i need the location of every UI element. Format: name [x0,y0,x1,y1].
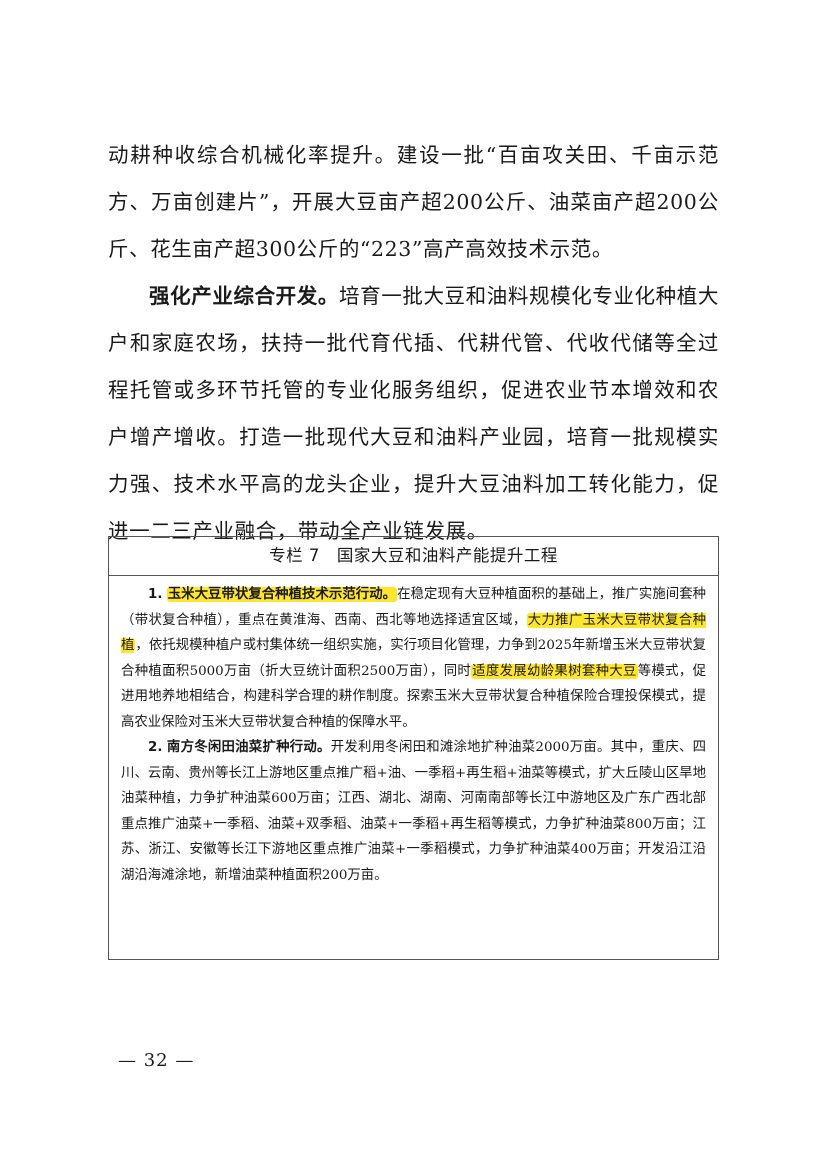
page-number: — 32 — [118,1050,195,1071]
item-1-highlight-d: 适度发展幼龄果树套种大豆 [471,663,638,679]
column-box-title: 专栏 7 国家大豆和油料产能提升工程 [109,537,718,576]
item-2-text: 开发利用冬闲田和滩涂地扩种油菜2000万亩。其中，重庆、四川、云南、贵州等长江上… [121,740,706,883]
item-1-text-e: 等模式，促进用地养地相结合，构建科学合理的耕作制度。探索玉米大豆带状复合种植保险… [121,663,706,730]
box-item-2: 2. 南方冬闲田油菜扩种行动。开发利用冬闲田和滩涂地扩种油菜2000万亩。其中，… [121,735,706,888]
item-1-text-a: 在稳定现有大豆种植面积的基础上，推广实施间套种（带状复合种植），重点在黄淮海、西… [121,587,707,628]
paragraph-body-text: 培育一批大豆和油料规模化专业化种植大户和家庭农场，扶持一批代育代插、代耕代管、代… [108,284,719,543]
item-1-heading-highlight: 玉米大豆带状复合种植技术示范行动。 [166,587,398,602]
body-paragraph-2: 强化产业综合开发。培育一批大豆和油料规模化专业化种植大户和家庭农场，扶持一批代育… [108,273,719,555]
paragraph-lead-heading: 强化产业综合开发。 [149,284,339,308]
body-paragraph-1: 动耕种收综合机械化率提升。建设一批“百亩攻关田、千亩示范方、万亩创建片”，开展大… [108,143,719,261]
column-box-body: 1. 玉米大豆带状复合种植技术示范行动。在稳定现有大豆种植面积的基础上，推广实施… [109,576,718,888]
item-1-number: 1. [148,587,163,602]
item-2-number: 2. [148,740,163,755]
box-item-1: 1. 玉米大豆带状复合种植技术示范行动。在稳定现有大豆种植面积的基础上，推广实施… [121,582,706,735]
item-1-text-c: ，依托规模种植户或村集体统一组织实施，实行项目化管理，力争到2025年新增玉米大… [121,638,707,679]
item-2-heading: 南方冬闲田油菜扩种行动。 [166,740,331,755]
column-box: 专栏 7 国家大豆和油料产能提升工程 1. 玉米大豆带状复合种植技术示范行动。在… [108,536,719,960]
